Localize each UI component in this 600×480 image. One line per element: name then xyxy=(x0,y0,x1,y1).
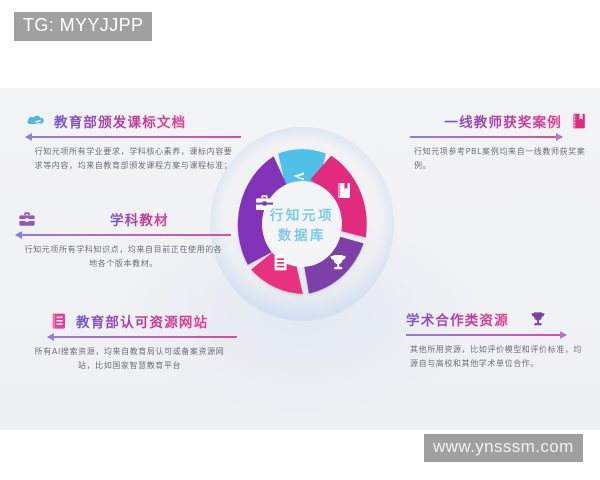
label-head-teacher: 一线教师获奖案例 xyxy=(410,110,590,132)
donut-segment-textbook[interactable] xyxy=(237,156,289,265)
label-title-textbook: 学科教材 xyxy=(110,209,169,229)
label-body-academic: 其他所用资源，比如评价模型和评价标准，均源自与高校和其他学术单位合作。 xyxy=(410,345,582,368)
segment-icon-document xyxy=(274,255,287,271)
label-body-teacher: 行知元项参考PBL案例均来自一线教师获奖案例。 xyxy=(414,147,586,170)
label-rule-academic xyxy=(406,331,567,339)
donut-hub xyxy=(262,181,342,267)
segment-icon-trophy xyxy=(330,255,346,270)
notebook-icon xyxy=(568,111,590,131)
cloud-upload-icon xyxy=(26,111,48,131)
document-icon xyxy=(48,311,70,331)
segment-icon-notebook xyxy=(338,183,350,198)
label-rule-teacher xyxy=(410,133,563,141)
donut-segment-academic[interactable] xyxy=(302,233,364,294)
label-rule-standards xyxy=(25,133,241,141)
label-block-website: 教育部认可资源网站 所有AI搜索资源，均来自教育局认可或备案资源网站，比如国家智… xyxy=(22,310,237,373)
watermark-tag-bottom: www.ynsssm.com xyxy=(424,434,583,462)
label-block-academic: 学术合作类资源 其他所用资源，比如评价模型和评价标准，均源自与高校和其他学术单位… xyxy=(406,308,592,371)
segment-icon-cloud-upload xyxy=(293,172,304,181)
label-block-textbook: 学科教材 行知元项所有学科知识点，均来自目前正在使用的各地各个版本教材。 xyxy=(15,208,231,271)
label-head-website: 教育部认可资源网站 xyxy=(22,310,237,332)
label-rule-website xyxy=(47,333,237,341)
label-title-academic: 学术合作类资源 xyxy=(406,309,509,329)
label-head-textbook: 学科教材 xyxy=(16,208,231,230)
label-body-website: 所有AI搜索资源，均来自教育局认可或备案资源网站，比如国家智慧教育平台 xyxy=(34,347,225,370)
label-block-standards: 教育部颁发课标文档 行知元项所有学业要求，学科核心素养，课标内容要求等内容，均来… xyxy=(25,110,241,173)
segment-icon-briefcase xyxy=(256,195,273,210)
label-block-teacher: 一线教师获奖案例 行知元项参考PBL案例均来自一线教师获奖案例。 xyxy=(410,110,590,173)
donut-svg xyxy=(237,149,367,294)
label-body-textbook: 行知元项所有学科知识点，均来自目前正在使用的各地各个版本教材。 xyxy=(24,245,223,268)
label-title-standards: 教育部颁发课标文档 xyxy=(54,111,186,131)
watermark-tag-top: TG: MYYJJPP xyxy=(14,12,153,41)
trophy-icon xyxy=(527,309,549,329)
label-title-website: 教育部认可资源网站 xyxy=(76,311,208,331)
label-rule-textbook xyxy=(15,231,231,239)
label-title-teacher: 一线教师获奖案例 xyxy=(444,111,562,131)
briefcase-icon xyxy=(16,209,38,229)
label-head-academic: 学术合作类资源 xyxy=(406,308,592,330)
donut-chart: 行知元项 数据库 xyxy=(210,127,394,321)
label-body-standards: 行知元项所有学业要求，学科核心素养，课标内容要求等内容，均来自教育部颁发课程方案… xyxy=(34,147,233,170)
label-head-standards: 教育部颁发课标文档 xyxy=(26,110,241,132)
